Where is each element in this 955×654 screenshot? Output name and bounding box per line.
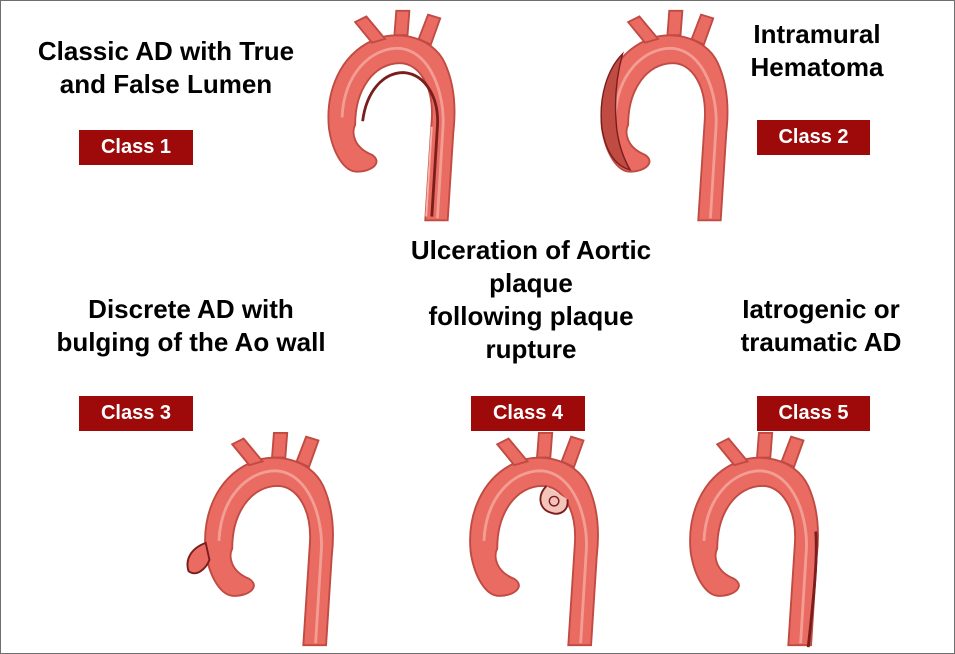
caption-class-4: Ulceration of Aortic plaque following pl… <box>376 234 686 366</box>
aortic-arch-icon <box>446 431 611 649</box>
badge-class-1: Class 1 <box>79 130 193 165</box>
caption-class-5: Iatrogenic or traumatic AD <box>716 293 926 359</box>
badge-class-2: Class 2 <box>757 120 870 155</box>
caption-class-1: Classic AD with True and False Lumen <box>7 35 325 101</box>
aortic-arch-icon <box>181 431 346 649</box>
badge-class-3: Class 3 <box>79 396 193 431</box>
aortic-arch-icon <box>579 9 739 224</box>
caption-class-2: Intramural Hematoma <box>717 18 917 84</box>
caption-class-3: Discrete AD with bulging of the Ao wall <box>23 293 359 359</box>
badge-class-4: Class 4 <box>471 396 585 431</box>
badge-class-5: Class 5 <box>757 396 870 431</box>
aortic-arch-icon <box>666 431 831 649</box>
aortic-arch-icon <box>306 9 466 224</box>
